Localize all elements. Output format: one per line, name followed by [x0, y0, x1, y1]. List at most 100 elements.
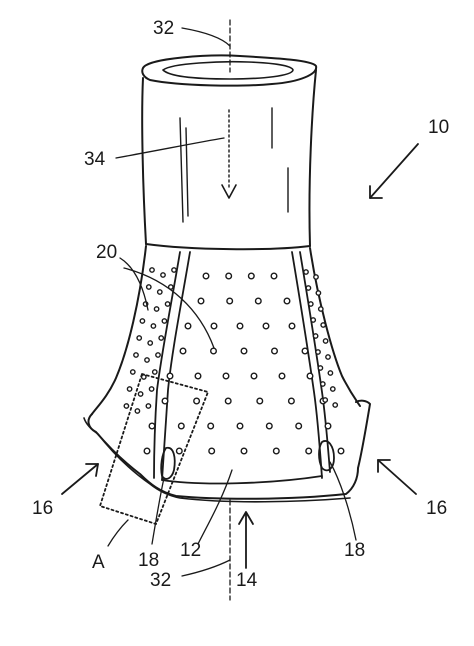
perforation-hole	[247, 272, 255, 280]
perforation-hole	[149, 267, 155, 273]
leader-perforations-2	[123, 267, 215, 349]
perforation-hole	[123, 403, 130, 409]
perforation-hole	[161, 397, 169, 405]
perforation-hole	[147, 340, 154, 346]
perforation-hole	[256, 397, 264, 405]
perforation-hole	[144, 357, 150, 363]
perforation-hole	[307, 301, 314, 307]
perforation-hole	[151, 369, 158, 375]
perforation-hole	[319, 381, 326, 387]
perforation-hole	[222, 372, 230, 380]
label-detail-a: A	[92, 552, 105, 573]
perforation-hole	[184, 322, 192, 330]
perforation-hole	[236, 422, 244, 430]
perforation-hole	[332, 402, 339, 408]
label-flange-left: 16	[32, 498, 53, 519]
flared-body-right-edge	[309, 247, 361, 407]
perforation-hole	[310, 317, 317, 323]
perforation-hole	[322, 397, 329, 403]
perforation-hole	[250, 372, 258, 380]
perforation-hole	[236, 322, 244, 330]
perforation-hole	[329, 386, 336, 392]
perforation-hole	[320, 322, 327, 328]
perforation-hole	[312, 333, 319, 339]
perforation-hole	[137, 391, 144, 397]
perforation-hole	[224, 397, 232, 405]
perforation-hole	[324, 422, 332, 430]
slot-right	[318, 440, 335, 472]
perforation-hole	[208, 447, 216, 455]
cylinder-shade-2	[185, 127, 189, 217]
perforation-hole	[272, 447, 280, 455]
flow-arrow-head	[221, 184, 237, 199]
perforation-hole	[327, 370, 334, 376]
perforation-hole	[139, 318, 146, 324]
opening-arrow-head	[238, 511, 254, 525]
perforation-hole	[288, 322, 296, 330]
perforation-hole	[271, 347, 279, 355]
flange-right-arrow-head	[377, 459, 391, 473]
perforation-hole	[317, 365, 324, 371]
leader-perforations-1	[119, 257, 149, 311]
panel-seam-left-inner	[153, 251, 181, 479]
perforation-hole	[226, 297, 234, 305]
flange-left-arrow-line	[61, 463, 99, 495]
perforation-hole	[322, 338, 329, 344]
perforation-hole	[301, 347, 309, 355]
perforation-hole	[133, 352, 139, 358]
cylinder-inner-rim	[162, 60, 294, 80]
cylinder-top-rim	[141, 54, 318, 87]
slot-left	[160, 446, 176, 480]
perforation-hole	[295, 422, 303, 430]
leader-slot-right	[329, 461, 357, 541]
perforation-hole	[148, 422, 156, 430]
perforation-hole	[194, 372, 202, 380]
label-base-panel: 12	[180, 540, 201, 561]
perforation-hole	[337, 447, 345, 455]
perforation-hole	[177, 422, 185, 430]
label-perforations: 20	[96, 242, 117, 263]
perforation-hole	[179, 347, 187, 355]
perforation-hole	[153, 306, 160, 312]
perforation-hole	[315, 349, 321, 355]
perforation-hole	[171, 267, 177, 273]
perforation-hole	[155, 352, 161, 358]
perforation-hole	[160, 272, 166, 278]
label-flow-arrow: 34	[84, 149, 106, 170]
flange-left-arrow-head	[85, 463, 99, 477]
leader-flow-arrow	[115, 137, 225, 159]
perforation-hole	[150, 323, 157, 329]
panel-seam-right-inner	[299, 251, 331, 473]
perforation-hole	[313, 274, 319, 280]
perforation-hole	[207, 422, 215, 430]
perforation-hole	[303, 269, 309, 275]
device-arrow-head	[369, 185, 383, 199]
cylinder-body	[141, 69, 317, 247]
perforation-hole	[193, 397, 201, 405]
label-device: 10	[428, 117, 449, 138]
leader-axis-bottom	[181, 559, 231, 577]
cylinder-shade-1	[179, 117, 184, 223]
perforations-right	[303, 269, 339, 408]
perforation-hole	[164, 301, 171, 307]
base-flange-lip	[83, 417, 351, 503]
perforation-hole	[283, 297, 291, 305]
perforation-hole	[209, 347, 217, 355]
perforation-hole	[240, 347, 248, 355]
leader-axis-top	[181, 27, 231, 47]
perforation-hole	[262, 322, 270, 330]
perforation-hole	[317, 306, 324, 312]
perforation-hole	[225, 272, 233, 280]
label-flange-right: 16	[426, 498, 447, 519]
perforation-hole	[166, 372, 174, 380]
leader-detail-a	[107, 519, 129, 547]
cylinder-bottom-edge	[145, 243, 311, 251]
perforations-center	[143, 272, 345, 455]
perforation-hole	[278, 372, 286, 380]
base-front-edge	[161, 475, 323, 485]
perforation-hole	[126, 386, 133, 392]
perforation-hole	[305, 447, 313, 455]
perforation-hole	[134, 408, 141, 414]
perforation-hole	[287, 397, 295, 405]
